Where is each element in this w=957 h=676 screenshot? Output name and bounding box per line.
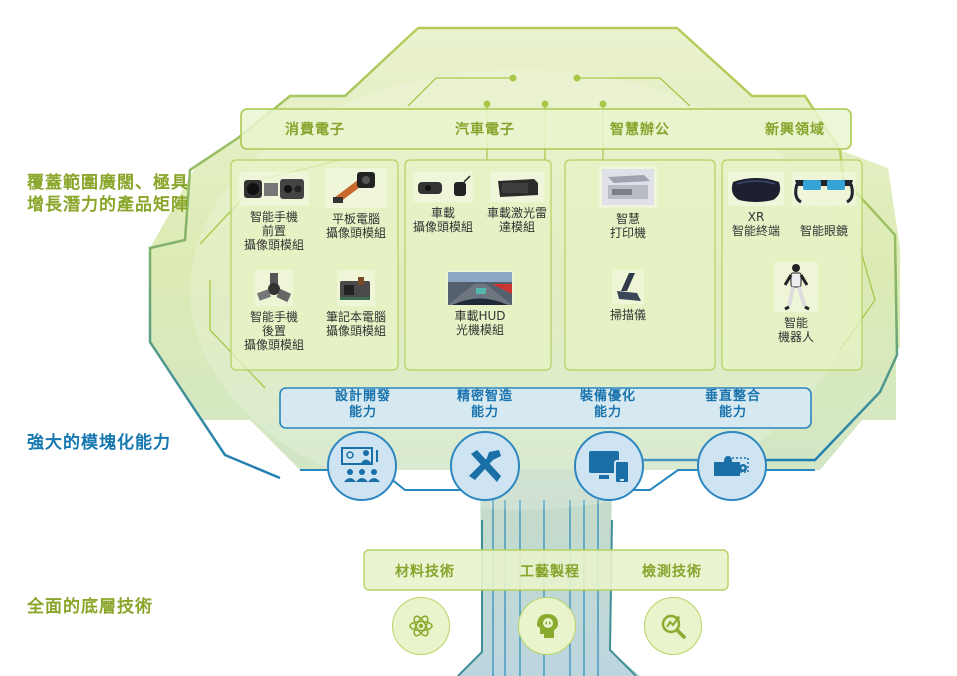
laptop-camera-module-icon bbox=[337, 270, 375, 306]
tools-icon bbox=[450, 431, 520, 501]
product-rear-camera-module: 智能手機 後置 攝像頭模組 bbox=[236, 270, 312, 352]
product-matrix-heading-line-2: 增長潛力的產品矩陣 bbox=[27, 195, 189, 215]
product-label-line: 攝像頭模組 bbox=[325, 226, 386, 240]
category-bar bbox=[240, 108, 852, 150]
product-label-line: 機器人 bbox=[777, 330, 814, 344]
xr-headset-icon bbox=[728, 172, 784, 206]
product-smart-printer: 智慧 打印機 bbox=[595, 166, 661, 240]
robot-icon bbox=[774, 262, 818, 312]
product-lidar-module: 車載激光雷 達模組 bbox=[482, 172, 552, 234]
product-hud-module: 車載HUD 光機模組 bbox=[440, 271, 520, 337]
capability-design-development: 設計開發 能力 bbox=[318, 389, 408, 421]
product-matrix-heading: 覆蓋範圍廣闊、極具 增長潛力的產品矩陣 bbox=[27, 172, 189, 216]
front-camera-module-icon bbox=[239, 172, 309, 206]
technology-materials: 材料技術 bbox=[395, 564, 455, 580]
puzzle-icon bbox=[697, 431, 767, 501]
category-emerging-fields: 新興領域 bbox=[765, 122, 825, 138]
product-label-line: 平板電腦 bbox=[331, 212, 380, 226]
capability-label-line: 設計開發 bbox=[334, 389, 391, 404]
analytics-magnifier-icon bbox=[644, 597, 702, 655]
lidar-icon bbox=[490, 172, 544, 202]
smart-glasses-icon bbox=[792, 172, 856, 206]
technology-bar bbox=[363, 549, 729, 591]
product-label-line: 打印機 bbox=[609, 226, 646, 240]
product-matrix-heading-line-1: 覆蓋範圍廣闊、極具 bbox=[27, 173, 189, 193]
product-laptop-camera-module: 筆記本電腦 攝像頭模組 bbox=[318, 270, 394, 338]
technology-process: 工藝製程 bbox=[520, 564, 580, 580]
product-label-line: 車載HUD bbox=[454, 309, 506, 323]
capability-label-line: 精密智造 bbox=[456, 389, 513, 404]
product-label-line: 攝像頭模組 bbox=[243, 338, 304, 352]
product-label-line: 筆記本電腦 bbox=[325, 310, 386, 324]
category-smart-office: 智慧辦公 bbox=[610, 122, 670, 138]
presentation-team-icon bbox=[327, 431, 397, 501]
product-label-line: 智能手機 bbox=[249, 210, 298, 224]
capability-label-line: 能力 bbox=[718, 405, 747, 420]
product-smart-glasses: 智能眼鏡 bbox=[790, 172, 858, 238]
rear-camera-module-icon bbox=[255, 270, 293, 306]
product-label-line: 智慧 bbox=[615, 212, 640, 226]
product-label-line: 後置 bbox=[261, 324, 286, 338]
panel-office bbox=[564, 159, 716, 371]
product-label-line: 智能眼鏡 bbox=[799, 224, 848, 238]
capability-label-line: 能力 bbox=[348, 405, 377, 420]
head-gear-icon bbox=[518, 597, 576, 655]
product-label-line: XR bbox=[747, 210, 765, 224]
product-label-line: 車載 bbox=[430, 206, 455, 220]
product-scanner: 掃描儀 bbox=[600, 270, 656, 322]
scanner-icon bbox=[612, 270, 644, 304]
technology-inspection: 檢測技術 bbox=[642, 564, 702, 580]
devices-icon bbox=[574, 431, 644, 501]
category-automotive-electronics: 汽車電子 bbox=[455, 122, 515, 138]
circuit-nodes bbox=[483, 74, 607, 108]
product-smart-robot: 智能 機器人 bbox=[766, 262, 826, 344]
technologies-heading: 全面的底層技術 bbox=[27, 597, 153, 617]
product-label-line: 攝像頭模組 bbox=[325, 324, 386, 338]
product-label-line: 車載激光雷 bbox=[486, 206, 547, 220]
capability-label-line: 能力 bbox=[593, 405, 622, 420]
product-label-line: 掃描儀 bbox=[609, 308, 646, 322]
printer-icon bbox=[599, 166, 657, 208]
capability-equipment-optimization: 裝備優化 能力 bbox=[563, 389, 653, 421]
product-label-line: 光機模組 bbox=[455, 323, 504, 337]
panel-emerging bbox=[721, 159, 863, 371]
capabilities-heading: 強大的模塊化能力 bbox=[27, 433, 171, 453]
product-xr-terminal: XR 智能終端 bbox=[726, 172, 786, 238]
panel-automotive bbox=[404, 159, 552, 371]
category-consumer-electronics: 消費電子 bbox=[285, 122, 345, 138]
panel-consumer bbox=[230, 159, 399, 371]
tablet-camera-module-icon bbox=[325, 168, 387, 208]
capability-label-line: 能力 bbox=[470, 405, 499, 420]
product-label-line: 智能 bbox=[783, 316, 808, 330]
product-label-line: 達模組 bbox=[498, 220, 535, 234]
product-label-line: 攝像頭模組 bbox=[243, 238, 304, 252]
product-front-camera-module: 智能手機 前置 攝像頭模組 bbox=[236, 172, 312, 252]
product-label-line: 前置 bbox=[261, 224, 286, 238]
capability-vertical-integration: 垂直整合 能力 bbox=[688, 389, 778, 421]
capability-precision-manufacturing: 精密智造 能力 bbox=[440, 389, 530, 421]
atom-icon bbox=[392, 597, 450, 655]
capability-bar bbox=[279, 387, 812, 429]
capability-label-line: 裝備優化 bbox=[579, 389, 636, 404]
hud-icon bbox=[447, 271, 513, 305]
capability-label-line: 垂直整合 bbox=[704, 389, 761, 404]
product-tablet-camera-module: 平板電腦 攝像頭模組 bbox=[318, 168, 394, 240]
product-label-line: 智能終端 bbox=[731, 224, 780, 238]
car-camera-icon bbox=[413, 172, 473, 202]
product-label-line: 智能手機 bbox=[249, 310, 298, 324]
product-car-camera-module: 車載 攝像頭模組 bbox=[408, 172, 478, 234]
product-label-line: 攝像頭模組 bbox=[412, 220, 473, 234]
